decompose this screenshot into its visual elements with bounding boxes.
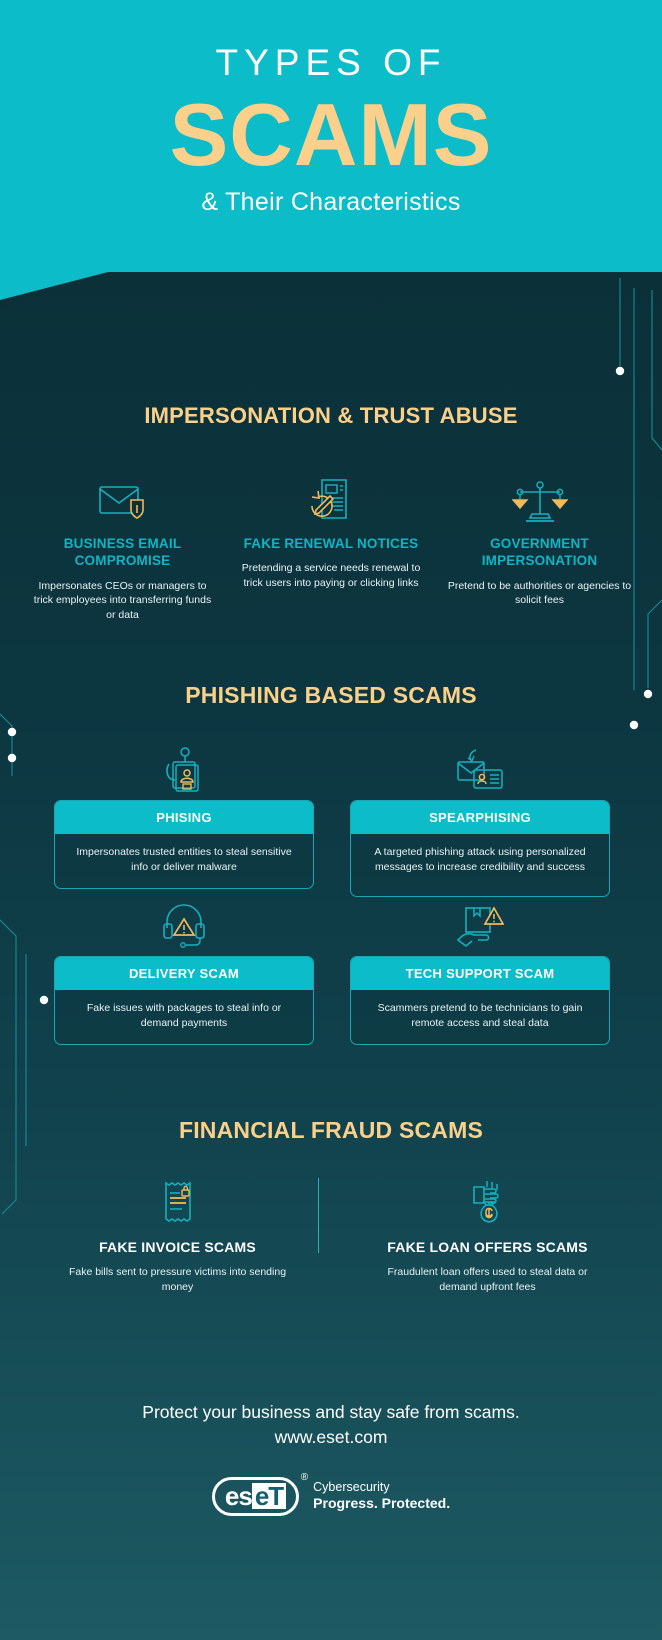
footer: Protect your business and stay safe from… [0,1400,662,1516]
email-shield-icon [30,470,215,522]
item-title: FAKE LOAN OFFERS SCAMS [387,1239,588,1255]
hero-banner: TYPES OF SCAMS & Their Characteristics [0,0,662,300]
card: PHISING Impersonates trusted entities to… [54,800,314,890]
card-description: A targeted phishing attack using persona… [374,846,586,873]
item-description: Impersonates CEOs or managers to trick e… [33,579,212,621]
invoice-receipt-icon [60,1165,295,1225]
eset-logo-text-a: es [224,1480,253,1511]
card-description: Fake issues with packages to steal info … [86,1002,282,1029]
footer-website[interactable]: www.eset.com [274,1427,388,1448]
card: DELIVERY SCAM Fake issues with packages … [54,956,314,1046]
card-description: Impersonates trusted entities to steal s… [76,846,292,873]
section-title-financial: FINANCIAL FRAUD SCAMS [178,1117,484,1143]
phishing-card-row-1: PHISING Impersonates trusted entities to… [54,742,610,898]
item-description: Fraudulent loan offers used to steal dat… [387,1266,588,1293]
card-heading: SPEARPHISING [351,801,609,834]
item-title: GOVERNMENT IMPERSONATION [481,536,598,569]
financial-divider [318,1178,319,1253]
hero-title-line-1: TYPES OF [215,42,447,83]
card-phising: PHISING Impersonates trusted entities to… [54,742,314,897]
item-title: FAKE RENEWAL NOTICES [243,536,419,551]
tagline-line-1: Cybersecurity [313,1479,390,1494]
card-spearphising: SPEARPHISING A targeted phishing attack … [350,742,610,898]
scales-justice-icon [447,470,632,522]
tagline-line-2: Progress. Protected. [313,1495,451,1512]
background-band-top [0,260,662,680]
hero-subtitle: & Their Characteristics [201,188,461,217]
card-heading: PHISING [55,801,313,834]
item-fake-loan-offers-scams: FAKE LOAN OFFERS SCAMS Fraudulent loan o… [370,1165,605,1294]
item-description: Fake bills sent to pressure victims into… [68,1266,287,1293]
item-title: BUSINESS EMAIL COMPROMISE [63,536,182,569]
background-band-bottom [0,1080,662,1640]
hero-title-line-2: SCAMS [169,85,493,184]
eset-logo-text-b: eT [251,1482,287,1509]
registered-trademark-icon: ® [300,1471,309,1483]
card-description: Scammers pretend to be technicians to ga… [377,1002,583,1029]
hand-money-bag-icon [370,1165,605,1225]
fishing-hook-id-card-icon [54,742,314,792]
financial-grid: FAKE INVOICE SCAMS Fake bills sent to pr… [60,1165,605,1294]
item-fake-invoice-scams: FAKE INVOICE SCAMS Fake bills sent to pr… [60,1165,295,1294]
section-title-phishing: PHISHING BASED SCAMS [185,682,477,708]
item-title: FAKE INVOICE SCAMS [99,1239,256,1255]
impersonation-grid: BUSINESS EMAIL COMPROMISE Impersonates C… [30,470,632,622]
section-title-impersonation: IMPERSONATION & TRUST ABUSE [144,403,518,428]
headset-warning-icon [54,898,314,948]
eset-logo-tagline: Cybersecurity Progress. Protected. [313,1480,450,1513]
item-description: Pretend to be authorities or agencies to… [447,579,632,607]
item-description: Pretending a service needs renewal to tr… [241,562,421,589]
eset-logo-mark: es eT ® [211,1472,308,1516]
card: TECH SUPPORT SCAM Scammers pretend to be… [350,956,610,1046]
item-fake-renewal-notices: FAKE RENEWAL NOTICES Pretending a servic… [239,470,424,622]
card-heading: TECH SUPPORT SCAM [351,957,609,990]
phishing-card-row-2: DELIVERY SCAM Fake issues with packages … [54,898,610,1046]
document-renewal-icon [239,470,424,522]
item-business-email-compromise: BUSINESS EMAIL COMPROMISE Impersonates C… [30,470,215,622]
item-government-impersonation: GOVERNMENT IMPERSONATION Pretend to be a… [447,470,632,622]
footer-tagline: Protect your business and stay safe from… [142,1402,520,1422]
card-delivery-scam: DELIVERY SCAM Fake issues with packages … [54,898,314,1046]
card-heading: DELIVERY SCAM [55,957,313,990]
envelope-id-card-hook-icon [350,742,610,792]
card-tech-support-scam: TECH SUPPORT SCAM Scammers pretend to be… [350,898,610,1046]
package-hand-warning-icon [350,898,610,948]
eset-logo: es eT ® Cybersecurity Progress. Protecte… [0,1472,662,1516]
card: SPEARPHISING A targeted phishing attack … [350,800,610,898]
